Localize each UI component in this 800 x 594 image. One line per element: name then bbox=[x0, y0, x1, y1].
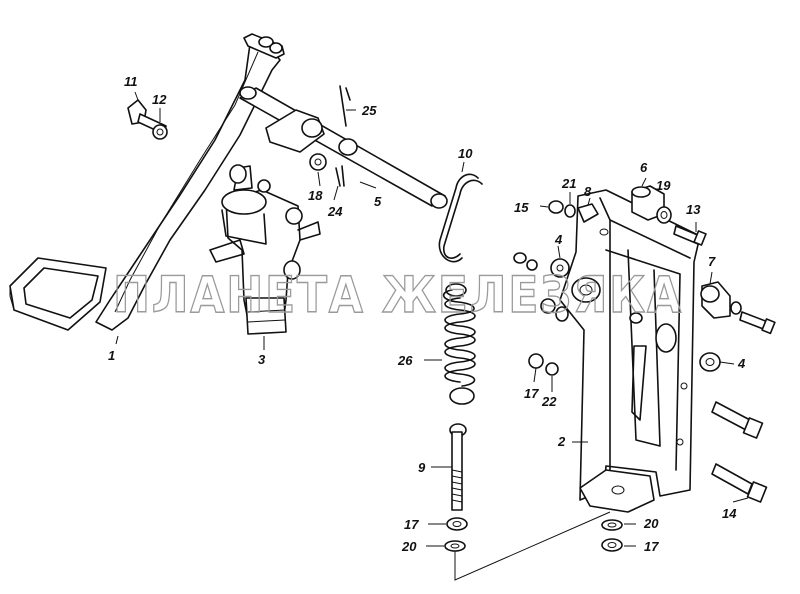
callout-4-left: 4 bbox=[554, 232, 563, 247]
callout-26: 26 bbox=[397, 353, 413, 368]
washer-20-left bbox=[444, 540, 466, 552]
callout-19: 19 bbox=[656, 178, 671, 193]
callout-6: 6 bbox=[640, 160, 648, 175]
callout-1: 1 bbox=[108, 348, 115, 363]
clutch-pedal-lever bbox=[9, 33, 285, 331]
washer-4-right bbox=[699, 352, 721, 372]
bushing-center bbox=[571, 277, 601, 303]
bolt-14 bbox=[711, 463, 768, 503]
callout-4-right: 4 bbox=[737, 356, 746, 371]
callout-20-left: 20 bbox=[401, 539, 417, 554]
clutch-master-cylinder bbox=[209, 164, 321, 335]
pin-near-cylinder bbox=[257, 179, 271, 193]
nut-washer-middle bbox=[540, 298, 569, 322]
nut-upper bbox=[513, 252, 538, 271]
callout-13: 13 bbox=[686, 202, 701, 217]
callout-18: 18 bbox=[308, 188, 323, 203]
callout-20-right: 20 bbox=[643, 516, 659, 531]
callout-10: 10 bbox=[458, 146, 473, 161]
bolt-13-lower bbox=[730, 301, 776, 335]
callout-11: 11 bbox=[124, 74, 138, 89]
nut-17-middle bbox=[528, 353, 544, 369]
leader-lines bbox=[115, 91, 749, 581]
washer-4-left bbox=[550, 258, 570, 278]
watermark-text: ПЛАНЕТА ЖЕЛЕЗЯКА bbox=[113, 266, 683, 324]
nut-17-right bbox=[601, 538, 623, 552]
callout-2: 2 bbox=[557, 434, 566, 449]
washer-20-right bbox=[601, 519, 623, 531]
return-spring bbox=[442, 283, 476, 405]
pedal-bracket bbox=[559, 189, 701, 513]
nut-15 bbox=[548, 200, 564, 214]
callout-17-left: 17 bbox=[404, 517, 419, 532]
cotter-pin-25 bbox=[339, 85, 351, 127]
callout-8: 8 bbox=[584, 184, 592, 199]
washer-19 bbox=[656, 206, 672, 224]
callout-12: 12 bbox=[152, 92, 167, 107]
bolt-long-upper bbox=[711, 401, 764, 439]
callout-17-right: 17 bbox=[644, 539, 659, 554]
washer-22 bbox=[545, 362, 559, 376]
callout-5: 5 bbox=[374, 194, 382, 209]
callout-7: 7 bbox=[708, 254, 716, 269]
callout-21: 21 bbox=[561, 176, 576, 191]
callout-24: 24 bbox=[327, 204, 343, 219]
cotter-pin-24 bbox=[335, 165, 345, 187]
callout-22: 22 bbox=[541, 394, 557, 409]
bushing-7 bbox=[700, 281, 731, 319]
callout-labels: 1 2 3 4 4 5 6 7 8 9 10 11 12 13 14 15 17… bbox=[108, 74, 746, 554]
callout-14: 14 bbox=[722, 506, 737, 521]
bolt-13 bbox=[673, 225, 707, 246]
callout-17-middle: 17 bbox=[524, 386, 539, 401]
adjusting-bolt bbox=[449, 423, 467, 511]
nut-17-left bbox=[446, 517, 468, 531]
spring-hook bbox=[438, 173, 483, 263]
callout-3: 3 bbox=[258, 352, 266, 367]
nut-18 bbox=[309, 153, 327, 171]
pedal-shaft bbox=[239, 86, 448, 209]
callout-9: 9 bbox=[418, 460, 426, 475]
callout-15: 15 bbox=[514, 200, 529, 215]
callout-25: 25 bbox=[361, 103, 377, 118]
bushing-6 bbox=[631, 185, 665, 221]
spacer-8 bbox=[577, 203, 599, 223]
washer-21 bbox=[564, 204, 576, 218]
washer-12 bbox=[152, 124, 168, 140]
